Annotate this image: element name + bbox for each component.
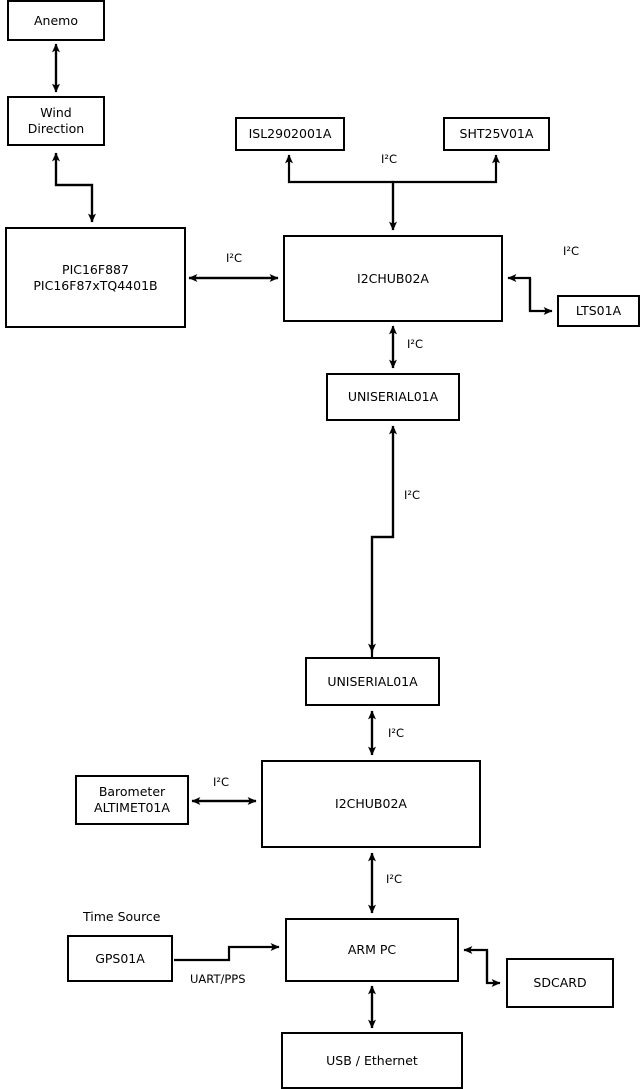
node-anemo-label: Anemo [34,12,78,28]
node-uniserial01a-bottom-label: UNISERIAL01A [327,673,418,689]
node-wind-direction-label: Wind Direction [27,105,85,136]
edge-label-i2c-pic-hub: I²C [226,251,243,265]
node-sht25v01a-label: SHT25V01A [459,126,534,142]
node-usb-ethernet-label: USB / Ethernet [326,1052,418,1068]
edge-label-i2c-uniserial-hub2: I²C [388,726,405,740]
node-i2chub02a-top-label: I2CHUB02A [357,270,429,286]
node-anemo[interactable]: Anemo [7,0,105,41]
node-i2chub02a-bottom[interactable]: I2CHUB02A [261,760,481,848]
edge-sdcard-armpc [463,946,489,983]
node-gps01a-label: GPS01A [95,950,145,966]
edge-gps-armpc [174,943,280,962]
edge-hub-sht [393,154,500,184]
edge-label-i2c-hub-uniserial: I²C [407,337,424,351]
node-lts01a[interactable]: LTS01A [557,295,640,327]
node-uniserial01a-bottom[interactable]: UNISERIAL01A [305,657,440,706]
edge-label-i2c-hub-sensors: I²C [381,152,398,166]
node-isl2902001a-label: ISL2902001A [248,126,332,142]
node-usb-ethernet[interactable]: USB / Ethernet [281,1032,463,1089]
edge-pic-wind [54,153,96,223]
node-barometer-altimet01a-label: Barometer ALTIMET01A [94,784,170,815]
node-sdcard-label: SDCARD [533,975,587,991]
node-barometer-altimet01a[interactable]: Barometer ALTIMET01A [75,775,189,825]
node-i2chub02a-bottom-label: I2CHUB02A [335,796,407,812]
node-sdcard[interactable]: SDCARD [506,958,614,1008]
edge-label-i2c-baro-hub2: I²C [213,775,230,789]
node-uniserial01a-top-label: UNISERIAL01A [347,389,439,405]
edge-uniserial-link-up [370,425,397,660]
edge-hub-isl [285,154,395,230]
edge-hub-lts [528,278,553,315]
edge-wind-pic [52,152,94,222]
edge-uniserial-link-down [368,426,395,653]
node-sht25v01a[interactable]: SHT25V01A [443,117,550,151]
node-lts01a-label: LTS01A [575,303,622,319]
edge-armpc-sdcard [485,950,501,987]
node-uniserial01a-top[interactable]: UNISERIAL01A [326,373,460,421]
node-gps01a[interactable]: GPS01A [67,935,173,982]
edge-lts-hub [507,274,532,311]
node-arm-pc-label: ARM PC [347,942,397,958]
node-pic-mcu-label: PIC16F887 PIC16F87xTQ4401B [33,261,158,293]
edge-label-i2c-hub-lts: I²C [563,244,580,258]
node-i2chub02a-top[interactable]: I2CHUB02A [283,235,503,322]
label-time-source: Time Source [83,909,161,924]
edge-label-i2c-uniserial-link: I²C [404,488,421,502]
node-arm-pc[interactable]: ARM PC [285,918,459,982]
edge-label-uart-pps: UART/PPS [190,972,246,986]
node-wind-direction[interactable]: Wind Direction [7,96,105,146]
edge-label-i2c-hub2-armpc: I²C [386,872,403,886]
node-isl2902001a[interactable]: ISL2902001A [235,117,345,151]
node-pic-mcu[interactable]: PIC16F887 PIC16F87xTQ4401B [5,227,186,328]
